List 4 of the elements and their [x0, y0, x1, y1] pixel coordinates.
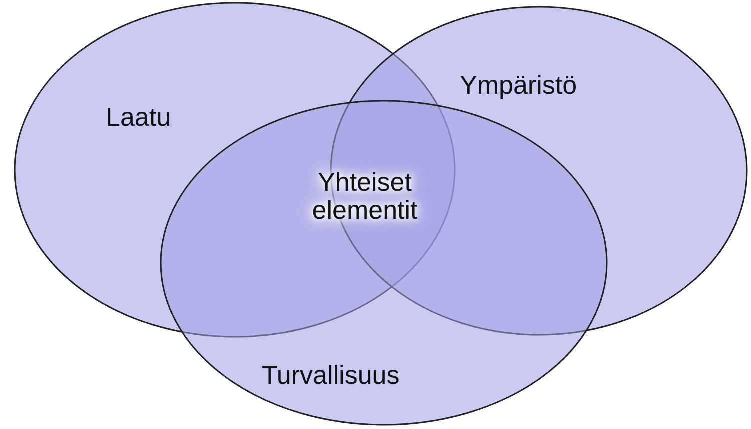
set-label: Ympäristö [460, 70, 578, 101]
overlap-label: Yhteiset elementit [311, 168, 419, 224]
set-label: Laatu [106, 102, 172, 133]
set-label: Turvallisuus [262, 360, 400, 391]
